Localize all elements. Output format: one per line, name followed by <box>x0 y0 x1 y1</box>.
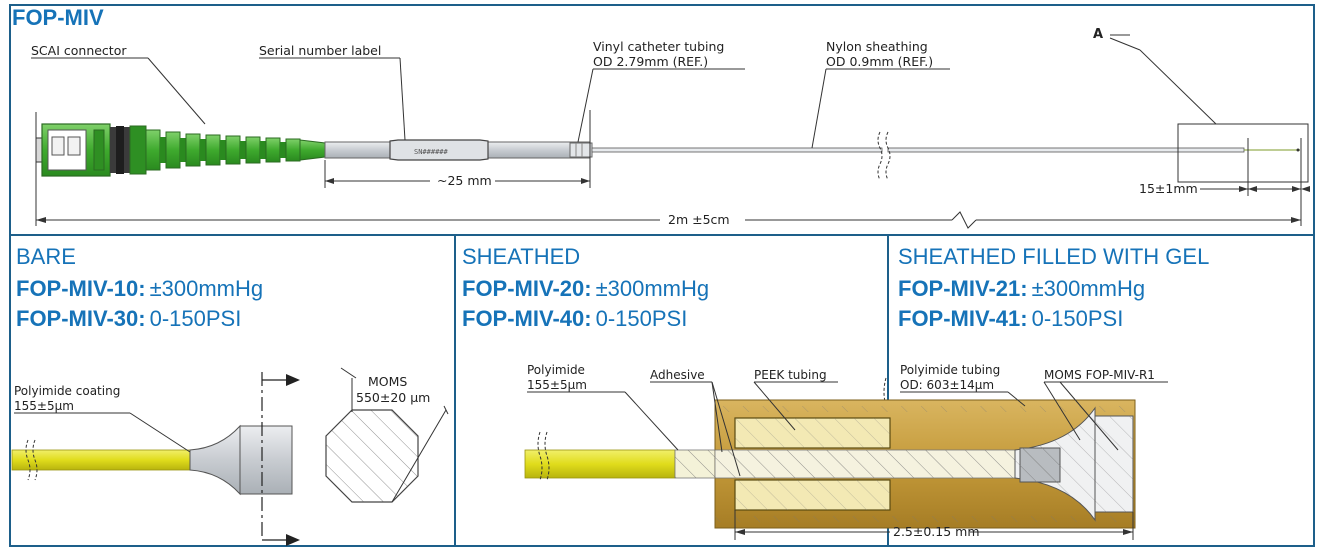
svg-text:SHEATHED: SHEATHED <box>462 244 580 269</box>
diagram-title: FOP-MIV <box>12 5 104 30</box>
svg-text:Polyimide tubing: Polyimide tubing <box>900 363 1000 377</box>
svg-text:155±5µm: 155±5µm <box>14 399 74 413</box>
nylon-sheathing <box>591 147 883 153</box>
svg-text:BARE: BARE <box>16 244 76 269</box>
label-nylon-2: OD 0.9mm (REF.) <box>826 54 933 69</box>
dim-2m: 2m ±5cm <box>668 212 730 227</box>
assembly-drawing: SN###### A SCAI connector Serial number … <box>31 27 1310 229</box>
label-scai-connector: SCAI connector <box>31 43 127 58</box>
panel-bare-header: BARE FOP-MIV-10:±300mmHg FOP-MIV-30:0-15… <box>16 244 263 331</box>
outer-frame <box>9 4 1315 547</box>
bare-fiber <box>11 449 193 471</box>
label-vinyl-1: Vinyl catheter tubing <box>593 39 724 54</box>
bare-moms-tip <box>239 425 293 495</box>
svg-text:PEEK tubing: PEEK tubing <box>754 368 827 382</box>
svg-text:Polyimide coating: Polyimide coating <box>14 384 120 398</box>
svg-text:155±5µm: 155±5µm <box>527 378 587 392</box>
svg-text:Adhesive: Adhesive <box>650 368 705 382</box>
label-serial-number: Serial number label <box>259 43 381 58</box>
dim-25mm: ~25 mm <box>437 173 492 188</box>
detail-a-box <box>1177 123 1309 183</box>
svg-text:FOP-MIV-21:±300mmHg: FOP-MIV-21:±300mmHg <box>898 276 1145 301</box>
serial-number-label <box>389 139 489 161</box>
panel-sheathed-header: SHEATHED FOP-MIV-20:±300mmHg FOP-MIV-40:… <box>462 244 709 331</box>
svg-text:FOP-MIV-41:0-150PSI: FOP-MIV-41:0-150PSI <box>898 306 1123 331</box>
svg-text:SHEATHED FILLED WITH GEL: SHEATHED FILLED WITH GEL <box>898 244 1209 269</box>
dim-15mm: 15±1mm <box>1139 181 1198 196</box>
svg-text:550±20 µm: 550±20 µm <box>356 390 430 405</box>
svg-text:MOMS: MOMS <box>368 374 407 389</box>
label-nylon-1: Nylon sheathing <box>826 39 928 54</box>
dim-2-5mm: 2.5±0.15 mm <box>893 524 980 539</box>
svg-text:A: A <box>1093 27 1103 42</box>
sheathed-fiber <box>524 449 676 479</box>
svg-text:SN######: SN###### <box>414 148 449 156</box>
svg-text:MOMS FOP-MIV-R1: MOMS FOP-MIV-R1 <box>1044 368 1155 382</box>
svg-text:OD: 603±14µm: OD: 603±14µm <box>900 378 994 392</box>
svg-text:FOP-MIV-20:±300mmHg: FOP-MIV-20:±300mmHg <box>462 276 709 301</box>
svg-text:FOP-MIV-40:0-150PSI: FOP-MIV-40:0-150PSI <box>462 306 687 331</box>
moms-cross-section <box>325 409 419 503</box>
bare-drawing: MOMS 550±20 µm Polyimide coating 155±5µm <box>11 367 449 546</box>
label-vinyl-2: OD 2.79mm (REF.) <box>593 54 708 69</box>
sheathed-drawing: Polyimide 155±5µm Adhesive PEEK tubing P… <box>524 363 1168 540</box>
svg-text:FOP-MIV-30:0-150PSI: FOP-MIV-30:0-150PSI <box>16 306 241 331</box>
svg-text:Polyimide: Polyimide <box>527 363 585 377</box>
svg-text:FOP-MIV-10:±300mmHg: FOP-MIV-10:±300mmHg <box>16 276 263 301</box>
panel-gel-header: SHEATHED FILLED WITH GEL FOP-MIV-21:±300… <box>898 244 1209 331</box>
